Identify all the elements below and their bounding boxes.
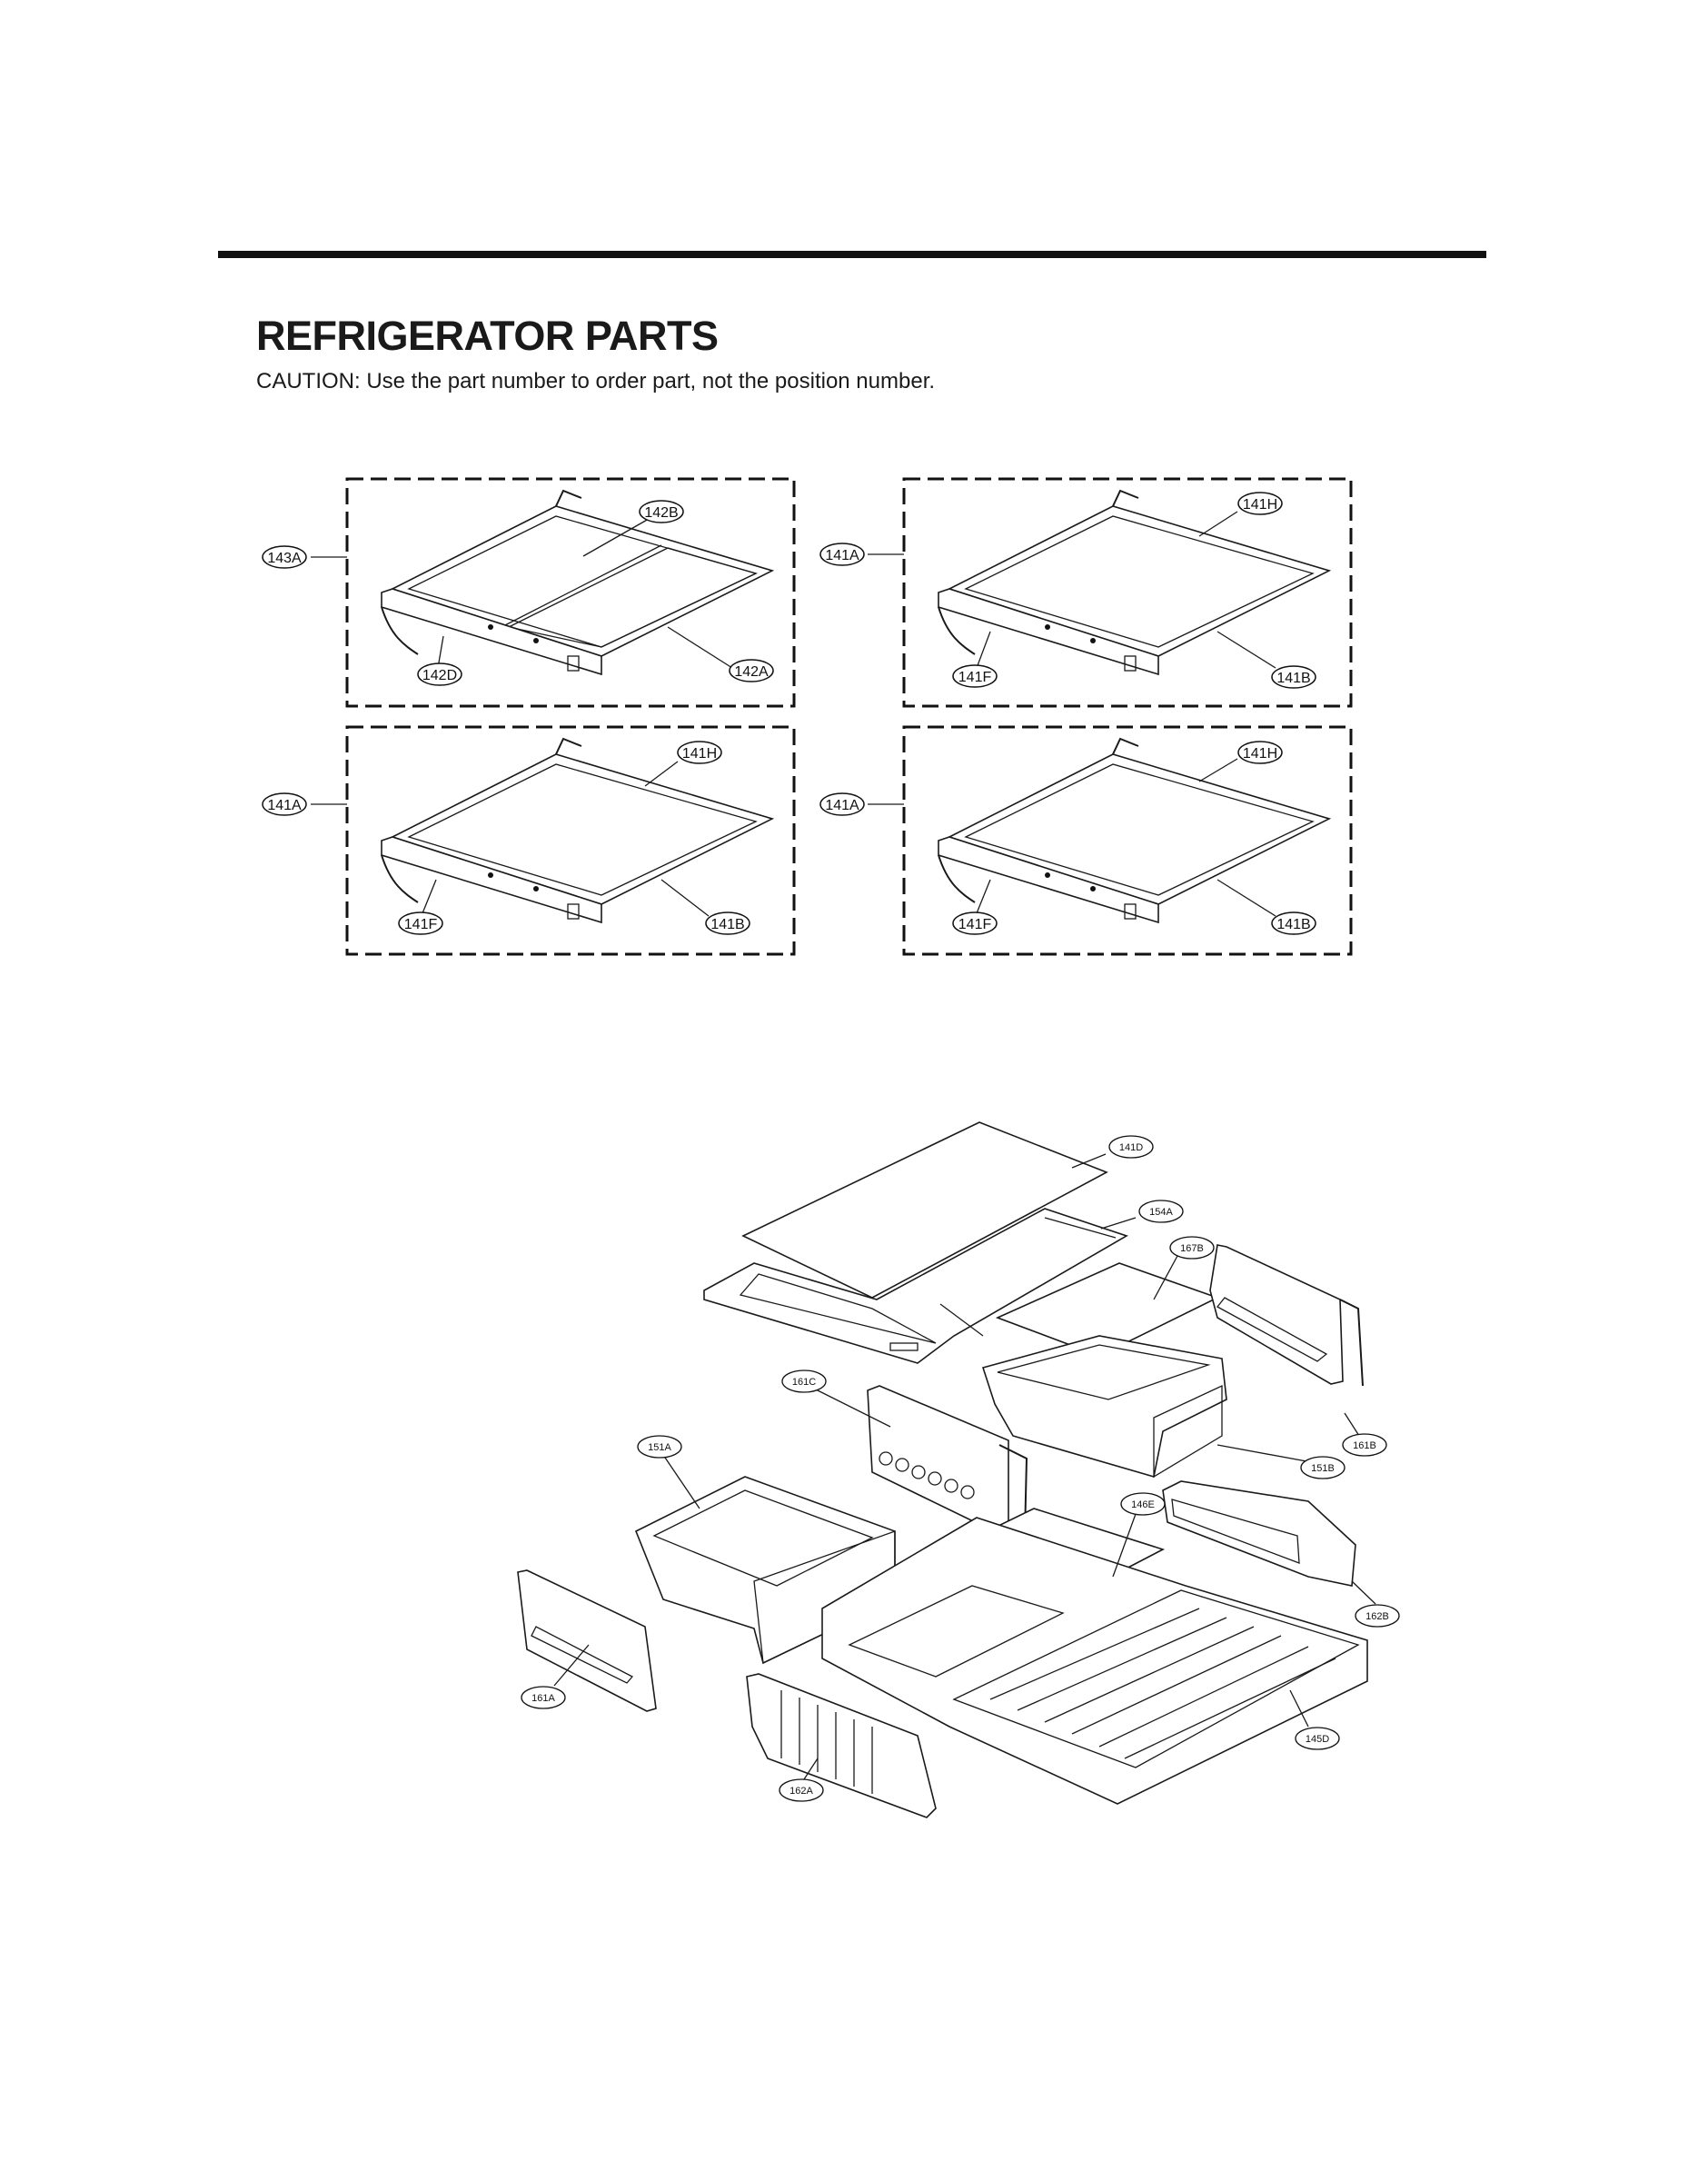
svg-text:161A: 161A bbox=[531, 1693, 555, 1704]
shelf-frame bbox=[703, 1208, 1128, 1364]
svg-text:141F: 141F bbox=[958, 917, 992, 932]
callout-151B: 151B bbox=[1300, 1456, 1346, 1479]
svg-text:142A: 142A bbox=[734, 664, 769, 680]
callout-141B: 141B bbox=[705, 911, 750, 935]
svg-text:151A: 151A bbox=[648, 1442, 671, 1453]
svg-text:141F: 141F bbox=[958, 670, 992, 685]
right-rail bbox=[1209, 1244, 1364, 1387]
callout-162B: 162B bbox=[1355, 1604, 1400, 1628]
callout-146E: 146E bbox=[1120, 1492, 1166, 1516]
callout-141H: 141H bbox=[1237, 492, 1283, 515]
callout-141A: 141A bbox=[819, 792, 865, 816]
callout-141H: 141H bbox=[1237, 741, 1283, 764]
callout-142A: 142A bbox=[729, 659, 774, 682]
header-rule bbox=[218, 251, 1486, 258]
callout-142D: 142D bbox=[417, 662, 462, 686]
drawer-assembly: 141D 154A 167B 161B 151B 161C 151A 146E bbox=[517, 1121, 1400, 1818]
svg-text:142D: 142D bbox=[422, 668, 457, 683]
svg-text:141A: 141A bbox=[267, 798, 302, 813]
svg-text:141H: 141H bbox=[1243, 746, 1277, 762]
svg-text:146E: 146E bbox=[1131, 1499, 1155, 1510]
caution-note: CAUTION: Use the part number to order pa… bbox=[256, 369, 936, 393]
shelf-panel-4: 141A 141H 141B 141F bbox=[819, 725, 1353, 956]
svg-text:142B: 142B bbox=[644, 505, 678, 521]
callout-141A: 141A bbox=[262, 792, 307, 816]
shelf-drawing bbox=[938, 737, 1332, 924]
callout-141F: 141F bbox=[952, 911, 998, 935]
shelf-panel-3: 141A 141H 141B 141F bbox=[262, 725, 796, 956]
svg-text:141B: 141B bbox=[1276, 671, 1310, 686]
svg-text:141F: 141F bbox=[404, 917, 438, 932]
right-drawer bbox=[981, 1335, 1227, 1479]
shelf-drawing bbox=[938, 489, 1332, 676]
callout-141F: 141F bbox=[398, 911, 443, 935]
callout-141D: 141D bbox=[1108, 1135, 1154, 1159]
svg-text:162A: 162A bbox=[789, 1786, 813, 1797]
svg-text:143A: 143A bbox=[267, 551, 302, 566]
svg-text:141B: 141B bbox=[1276, 917, 1310, 932]
panel-dashed-border bbox=[902, 477, 1353, 708]
svg-text:161C: 161C bbox=[792, 1377, 816, 1388]
left-rail bbox=[517, 1569, 657, 1712]
svg-text:162B: 162B bbox=[1365, 1611, 1389, 1622]
shelf-drawing bbox=[381, 489, 775, 676]
svg-text:145D: 145D bbox=[1306, 1734, 1329, 1745]
svg-text:141D: 141D bbox=[1119, 1142, 1143, 1153]
svg-text:167B: 167B bbox=[1180, 1243, 1204, 1254]
svg-text:141A: 141A bbox=[825, 548, 859, 563]
callout-141B: 141B bbox=[1271, 665, 1316, 689]
svg-text:154A: 154A bbox=[1149, 1207, 1173, 1218]
panel-dashed-border bbox=[345, 725, 796, 956]
top-glass bbox=[741, 1121, 1108, 1299]
svg-text:151B: 151B bbox=[1311, 1463, 1335, 1474]
callout-141H: 141H bbox=[677, 741, 722, 764]
callout-167B: 167B bbox=[1169, 1236, 1215, 1260]
shelf-drawing bbox=[381, 737, 775, 924]
panel-dashed-border bbox=[345, 477, 796, 708]
leader-lines bbox=[553, 1153, 1376, 1780]
callout-161A: 161A bbox=[521, 1686, 566, 1709]
callout-161B: 161B bbox=[1342, 1433, 1387, 1457]
callout-154A: 154A bbox=[1138, 1200, 1184, 1223]
callout-145D: 145D bbox=[1295, 1727, 1340, 1750]
right-rear-rail bbox=[1162, 1480, 1356, 1587]
callout-141A: 141A bbox=[819, 543, 865, 566]
svg-text:161B: 161B bbox=[1353, 1440, 1376, 1451]
callout-141B: 141B bbox=[1271, 911, 1316, 935]
panel-dashed-border bbox=[902, 725, 1353, 956]
svg-text:141A: 141A bbox=[825, 798, 859, 813]
svg-text:141B: 141B bbox=[710, 917, 744, 932]
callout-141F: 141F bbox=[952, 664, 998, 688]
svg-text:141H: 141H bbox=[1243, 497, 1277, 513]
callout-142B: 142B bbox=[639, 500, 684, 523]
shelf-panel-1: 143A 142B 142A 142D bbox=[262, 477, 796, 708]
callout-143A: 143A bbox=[262, 545, 307, 569]
callout-151A: 151A bbox=[637, 1435, 682, 1459]
drawer-frame bbox=[821, 1517, 1368, 1805]
callout-162A: 162A bbox=[779, 1778, 824, 1802]
page-title: REFRIGERATOR PARTS bbox=[256, 313, 719, 359]
callout-161C: 161C bbox=[781, 1369, 827, 1393]
left-rear-rail bbox=[746, 1673, 937, 1818]
svg-text:141H: 141H bbox=[682, 746, 717, 762]
shelf-panel-2: 141A 141H 141B 141F bbox=[819, 477, 1353, 708]
